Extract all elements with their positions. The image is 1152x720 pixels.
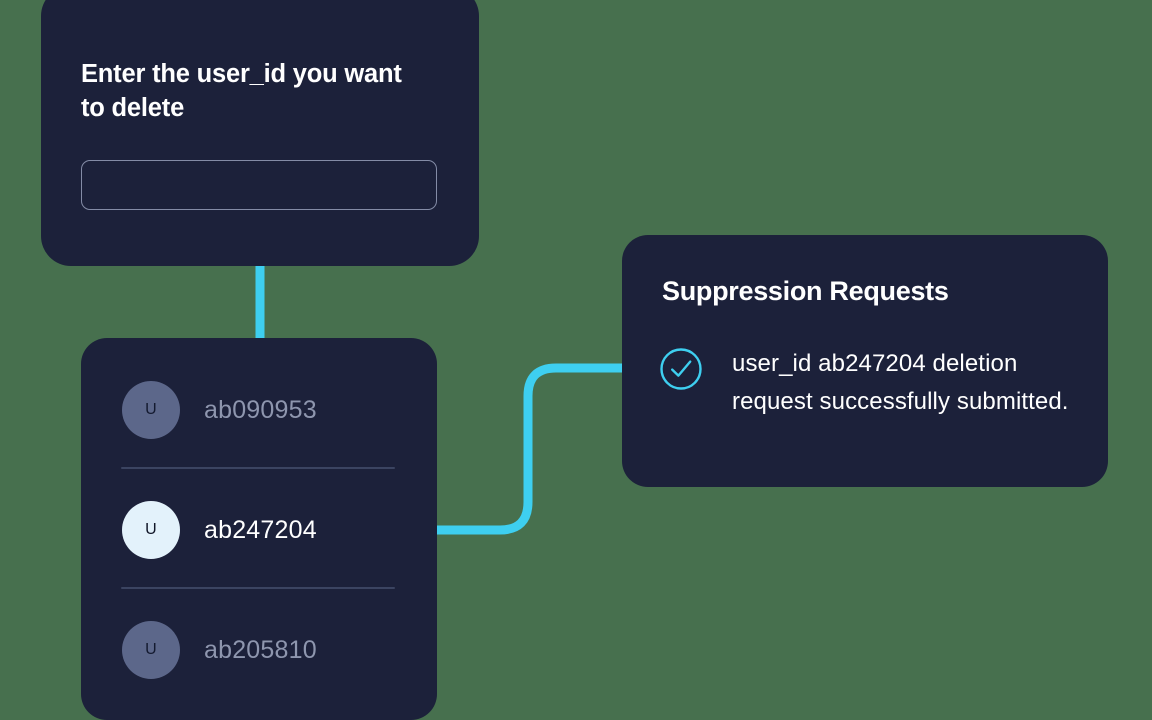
list-divider [121, 467, 395, 469]
suppression-request-message: user_id ab247204 deletion request succes… [732, 350, 1069, 415]
list-item[interactable]: U ab090953 [81, 360, 437, 460]
user-id-label: ab090953 [204, 395, 317, 424]
list-item[interactable]: U ab205810 [81, 600, 437, 700]
user-id-label: ab205810 [204, 635, 317, 664]
user-id-label: ab247204 [204, 515, 317, 544]
check-circle-icon [660, 348, 702, 390]
list-divider [121, 587, 395, 589]
suppression-requests-title: Suppression Requests [662, 276, 949, 306]
connector-userlist-to-suppression [433, 363, 626, 535]
suppression-requests-card: Suppression Requests user_id ab247204 de… [622, 235, 1108, 487]
avatar: U [122, 621, 180, 679]
avatar: U [122, 501, 180, 559]
prompt-title: Enter the user_id you want to delete [81, 60, 402, 122]
list-item[interactable]: U ab247204 [81, 480, 437, 580]
user-list-card: U ab090953 U ab247204 U ab205810 [81, 338, 437, 720]
user-id-input[interactable] [81, 160, 437, 210]
prompt-card: Enter the user_id you want to delete [41, 0, 479, 266]
avatar: U [122, 381, 180, 439]
suppression-request-item: user_id ab247204 deletion request succes… [659, 345, 1082, 421]
